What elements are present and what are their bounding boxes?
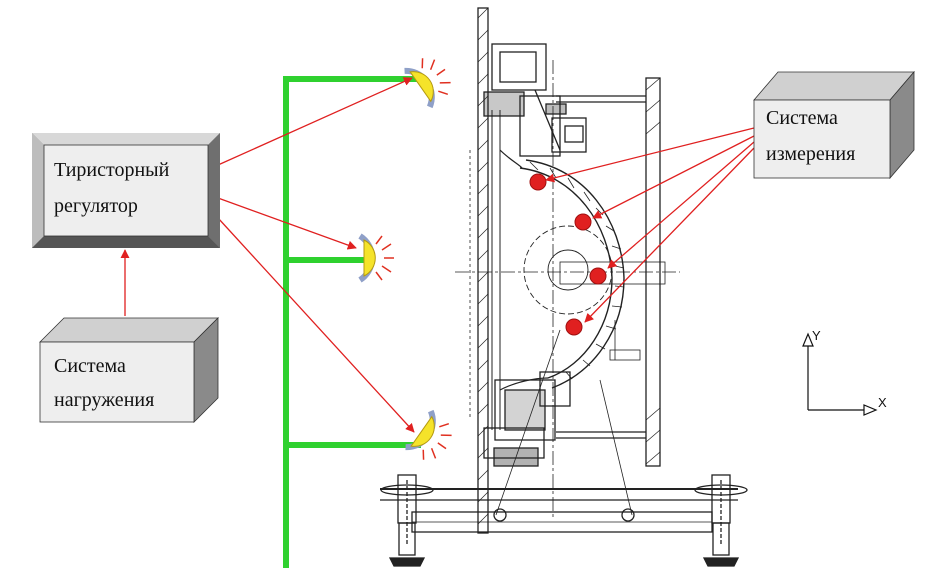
leveling-jack-icon [380,474,434,567]
power-bus [283,76,421,568]
axes-icon [802,332,878,416]
signal-arrows [120,77,755,433]
measurement-label-line1: Система [766,107,838,129]
y-axis-label: Y [812,328,821,343]
top-mechanism [483,43,587,157]
leveling-jack-icon [694,474,748,567]
bottom-mechanism [483,371,571,467]
loading-label-line2: нагружения [54,389,154,411]
x-axis-label: X [878,395,887,410]
sensor-point-icon [589,267,607,285]
sensor-point-icon [574,213,592,231]
sensor-points [529,173,607,336]
measurement-label-line2: измерения [766,143,855,165]
dome-specimen [499,149,625,391]
sensor-point-icon [529,173,547,191]
thyristor-label-line1: Тиристорный [54,159,170,181]
lamp-icon [358,233,394,283]
loading-system-box: Система нагружения [39,317,219,423]
loading-label-line1: Система [54,355,126,377]
lamp-icon [404,58,451,109]
thyristor-label-line2: регулятор [54,195,138,217]
measurement-system-box: Система измерения [753,70,915,180]
sensor-point-icon [565,318,583,336]
test-stand-drawing [380,7,748,567]
lamp-icon [405,409,452,460]
mounting-wall [477,7,489,534]
thyristor-regulator-box: Тиристорный регулятор [32,133,220,248]
